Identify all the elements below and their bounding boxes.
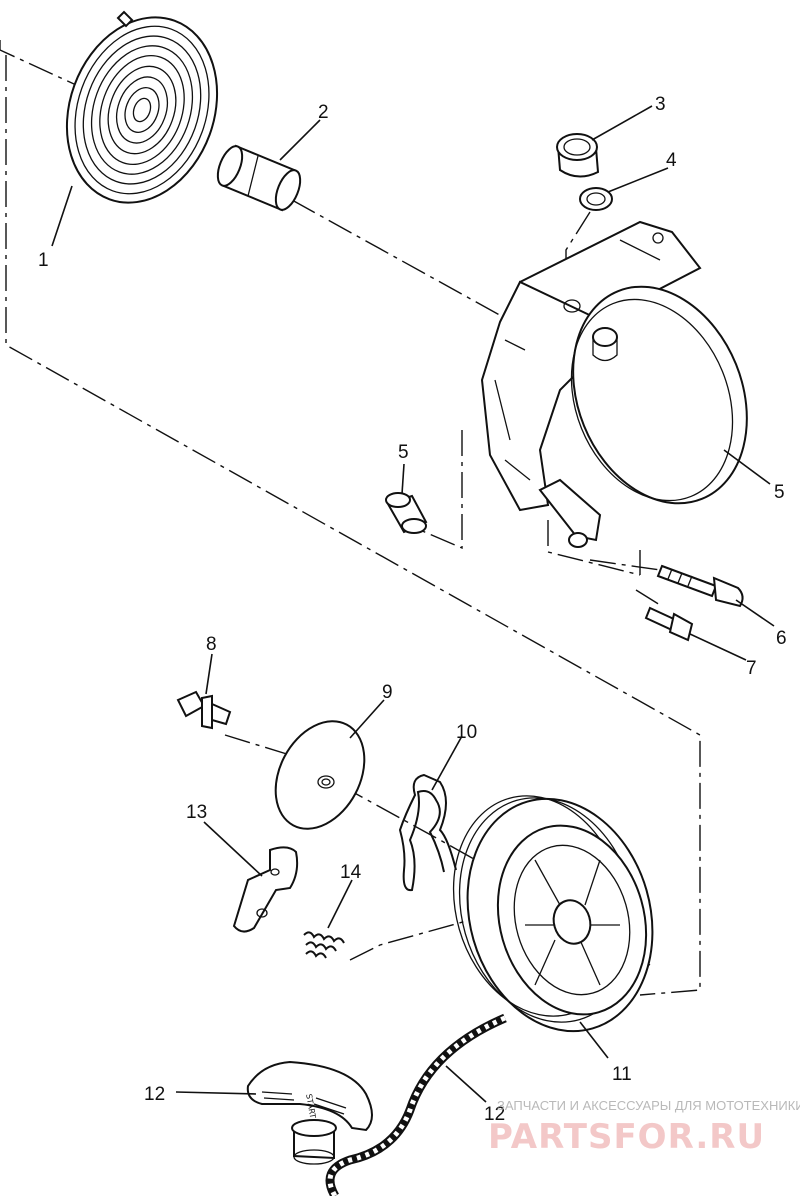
callout-14: 14 <box>340 862 362 883</box>
rope-reel-part <box>452 795 654 1033</box>
callout-4: 4 <box>666 150 677 171</box>
callout-13: 13 <box>186 802 207 823</box>
watermark-brand: PARTSFOR.RU <box>488 1117 765 1157</box>
spring-clip-part <box>398 773 457 892</box>
callout-12-handle: 12 <box>144 1084 165 1105</box>
starter-handle-part: START <box>246 1060 373 1165</box>
short-bolt-part <box>644 606 694 642</box>
bushing-part <box>216 144 302 212</box>
callout-12-rope: 12 <box>484 1104 505 1125</box>
pawl-spring-part <box>303 931 345 959</box>
pawl-part <box>232 846 299 933</box>
callout-1: 1 <box>38 250 49 271</box>
handle-start-text: START <box>304 1093 317 1119</box>
callout-7: 7 <box>746 658 757 679</box>
callout-3: 3 <box>655 94 666 115</box>
callout-8: 8 <box>206 634 217 655</box>
flange-bolt-part <box>176 690 232 730</box>
callout-5-housing: 5 <box>774 482 785 503</box>
long-bolt-part <box>656 564 744 608</box>
starter-rope-part <box>325 1013 507 1196</box>
cam-plate-part <box>274 720 366 830</box>
spacer-part <box>385 492 428 534</box>
callout-6: 6 <box>776 628 787 649</box>
callout-numbers: 1 2 3 4 5 5 6 7 8 9 10 11 12 12 13 14 <box>38 94 787 1125</box>
callout-5-spacer: 5 <box>398 442 409 463</box>
watermark: ЗАПЧАСТИ И АКСЕССУАРЫ ДЛЯ МОТОТЕХНИКИ PA… <box>488 1098 800 1157</box>
plug-part <box>556 133 600 178</box>
callout-10: 10 <box>456 722 477 743</box>
callout-9: 9 <box>382 682 393 703</box>
watermark-tagline: ЗАПЧАСТИ И АКСЕССУАРЫ ДЛЯ МОТОТЕХНИКИ <box>497 1098 800 1113</box>
starter-housing-part <box>480 220 748 548</box>
callout-11: 11 <box>612 1064 632 1085</box>
callout-2: 2 <box>318 102 329 123</box>
leader-lines <box>51 105 775 1103</box>
recoil-spring-part <box>65 10 219 204</box>
